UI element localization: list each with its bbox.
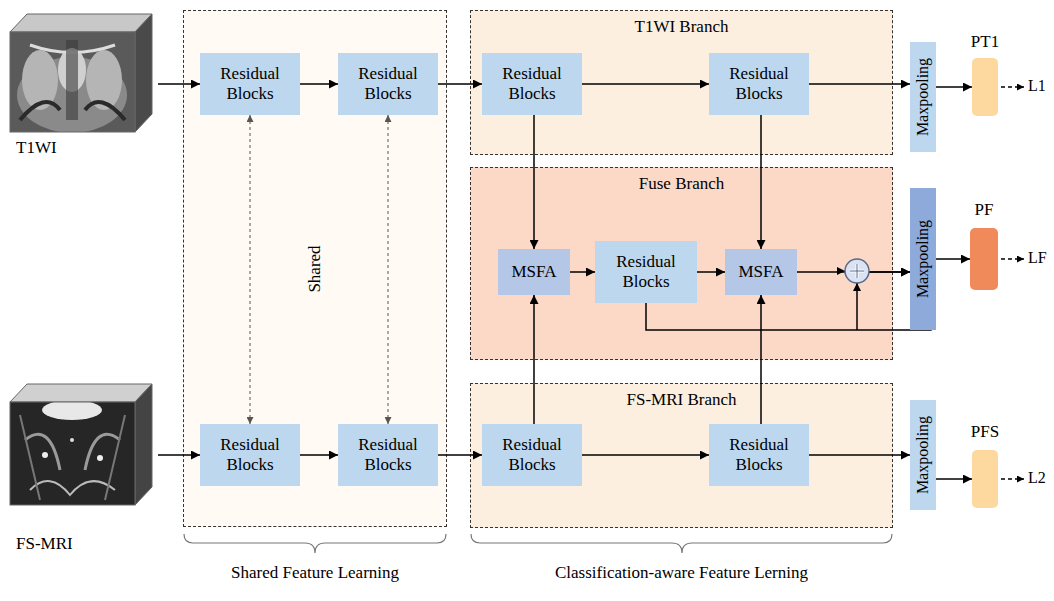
flow-arrow xyxy=(300,454,338,456)
flow-arrow xyxy=(697,271,725,273)
box-text: MSFA xyxy=(738,262,783,282)
region-title: FS-MRI Branch xyxy=(471,390,892,410)
pooling-box: Maxpooling xyxy=(910,42,936,152)
prediction-box: PFS xyxy=(966,420,1004,510)
box-text: Residual Blocks xyxy=(709,64,809,103)
flow-arrow xyxy=(760,295,762,424)
process-box: Residual Blocks xyxy=(482,424,582,486)
box-text: MSFA xyxy=(511,262,556,282)
process-box: Residual Blocks xyxy=(482,53,582,115)
section-label: Classification-aware Feature Lerning xyxy=(470,563,893,583)
prediction-label: PF xyxy=(964,200,1004,220)
box-text: Residual Blocks xyxy=(200,64,300,103)
pooling-box: Maxpooling xyxy=(910,188,936,330)
image-node: FS-MRI xyxy=(8,382,158,557)
loss-label: L2 xyxy=(1028,469,1046,487)
process-box: Residual Blocks xyxy=(200,53,300,115)
section-label: Shared Feature Learning xyxy=(183,563,447,583)
region-title: T1WI Branch xyxy=(471,17,892,37)
process-box: Residual Blocks xyxy=(338,424,438,486)
shared-weight-link xyxy=(388,115,389,424)
image-caption: FS-MRI xyxy=(16,534,73,554)
box-text: Residual Blocks xyxy=(709,435,809,474)
box-text: Maxpooling xyxy=(914,220,932,298)
flow-arrow xyxy=(158,454,200,456)
flow-arrow xyxy=(438,454,482,456)
flow-arrow xyxy=(533,115,535,249)
box-text: Residual Blocks xyxy=(338,435,438,474)
process-box: Residual Blocks xyxy=(709,424,809,486)
prediction-bar xyxy=(972,450,998,508)
flow-arrow xyxy=(582,454,709,456)
box-text: Residual Blocks xyxy=(482,435,582,474)
fusion-box: MSFA xyxy=(498,249,570,295)
branch-region: Fuse BranchMSFA Residual Blocks MSFA xyxy=(470,167,893,360)
box-text: Residual Blocks xyxy=(200,435,300,474)
loss-arrow xyxy=(1001,478,1024,479)
flow-arrow xyxy=(158,83,200,85)
loss-arrow xyxy=(1001,86,1024,87)
prediction-bar xyxy=(972,58,998,116)
flow-arrow xyxy=(797,271,910,273)
loss-label: L1 xyxy=(1028,77,1046,95)
flow-arrow xyxy=(533,295,535,424)
loss-label: LF xyxy=(1028,249,1047,267)
flow-arrow xyxy=(570,271,595,273)
loss-arrow xyxy=(1001,258,1024,259)
flow-arrow xyxy=(936,478,972,480)
branch-region: FS-MRI BranchResidual Blocks Residual Blo… xyxy=(470,383,893,528)
image-caption: T1WI xyxy=(16,138,57,158)
flow-arrow xyxy=(936,258,970,260)
region-title: Fuse Branch xyxy=(471,174,892,194)
brace xyxy=(471,534,892,553)
box-text: Maxpooling xyxy=(914,416,932,494)
box-text: Maxpooling xyxy=(914,58,932,136)
flow-arrow xyxy=(438,83,482,85)
process-box: Residual Blocks xyxy=(709,53,809,115)
brace xyxy=(184,534,446,553)
flow-arrow xyxy=(300,83,338,85)
fusion-box: MSFA xyxy=(725,249,797,295)
process-box: Residual Blocks xyxy=(595,241,697,303)
box-text: Residual Blocks xyxy=(595,252,697,291)
mri-cube-fs xyxy=(10,384,152,505)
prediction-label: PFS xyxy=(966,422,1004,442)
region-title: Shared xyxy=(305,245,325,292)
image-node: T1WI xyxy=(8,10,158,162)
pooling-box: Maxpooling xyxy=(910,400,936,510)
flow-arrow xyxy=(582,83,709,85)
flow-arrow xyxy=(809,83,910,85)
shared-region: SharedResidual BlocksResidual BlocksResi… xyxy=(183,10,447,527)
flow-arrow xyxy=(760,115,762,249)
prediction-box: PT1 xyxy=(966,30,1004,118)
prediction-box: PF xyxy=(964,198,1004,292)
flow-arrow xyxy=(646,272,931,330)
box-text: Residual Blocks xyxy=(482,64,582,103)
process-box: Residual Blocks xyxy=(338,53,438,115)
flow-arrow xyxy=(809,454,910,456)
prediction-label: PT1 xyxy=(966,32,1004,52)
shared-weight-link xyxy=(250,115,251,424)
prediction-bar xyxy=(970,228,998,290)
process-box: Residual Blocks xyxy=(200,424,300,486)
box-text: Residual Blocks xyxy=(338,64,438,103)
branch-region: T1WI BranchResidual Blocks Residual Block… xyxy=(470,10,893,155)
flow-arrow xyxy=(936,86,972,88)
mri-cube-t1 xyxy=(10,14,152,133)
